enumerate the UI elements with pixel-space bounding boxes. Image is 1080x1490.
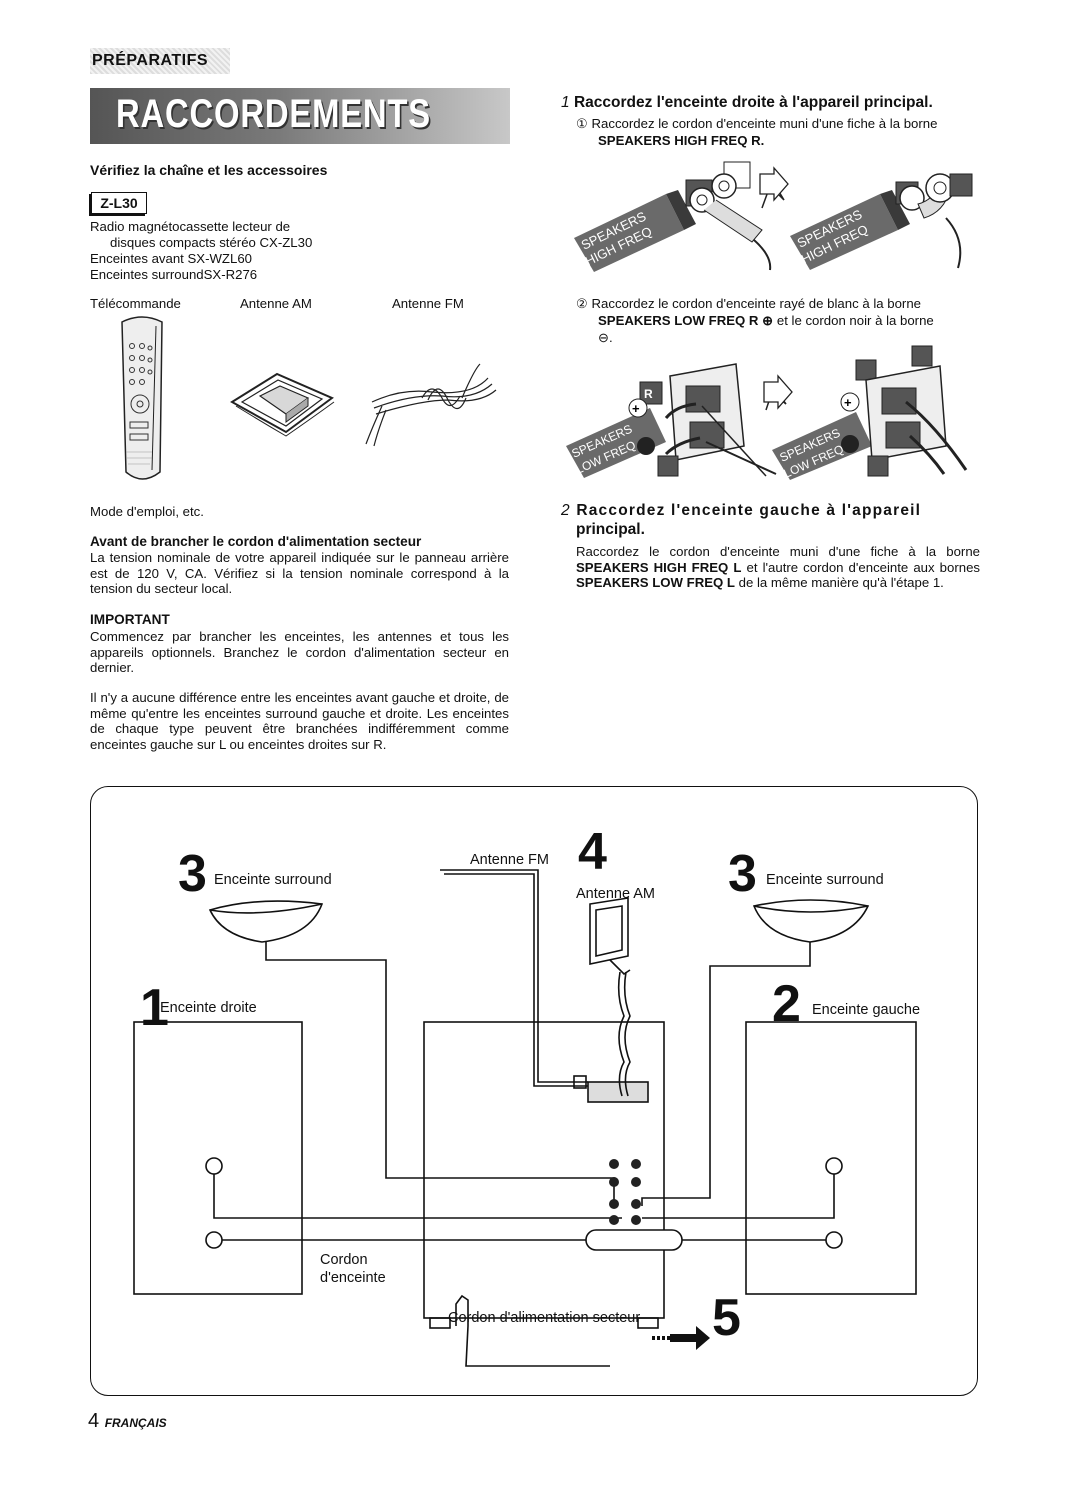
step2-number: 2 <box>561 502 571 519</box>
step4-number: 4 <box>578 823 607 881</box>
check-heading: Vérifiez la chaîne et les accessoires <box>90 162 328 178</box>
cord-label-1: Cordon <box>320 1252 368 1268</box>
important-text: Commencez par brancher les enceintes, le… <box>90 629 509 676</box>
step1-heading-text: Raccordez l'enceinte droite à l'appareil… <box>573 94 933 111</box>
fm-antenna-illustration <box>365 363 497 447</box>
am-antenna-label: Antenne AM <box>240 296 312 311</box>
note-text: Il n'y a aucune différence entre les enc… <box>90 690 509 752</box>
sub1-text: Raccordez le cordon d'enceinte muni d'un… <box>591 116 938 131</box>
manual-note: Mode d'emploi, etc. <box>90 504 204 519</box>
low-freq-terminal-illustration: R + SPEAKERS LOW FREQ + SPEAKERS LOW FRE… <box>566 345 968 481</box>
power-text: La tension nominale de votre appareil in… <box>90 550 509 597</box>
low-tag-r-a: R <box>644 387 653 401</box>
am-antenna-illustration <box>230 372 335 437</box>
step1-heading: 1 Raccordez l'enceinte droite à l'appare… <box>561 94 981 112</box>
right-speaker-label: Enceinte droite <box>160 1000 257 1016</box>
step3-left-number: 3 <box>178 845 207 903</box>
step1-sub1: ① Raccordez le cordon d'enceinte muni d'… <box>576 116 980 132</box>
title-banner <box>90 88 510 144</box>
remote-label: Télécommande <box>90 296 181 311</box>
connection-diagram-frame <box>90 786 978 1396</box>
power-heading: Avant de brancher le cordon d'alimentati… <box>90 534 422 549</box>
surround-right-label: Enceinte surround <box>766 872 884 888</box>
step2-bold-b: SPEAKERS LOW FREQ L <box>576 575 735 591</box>
step1-sub2: ② Raccordez le cordon d'enceinte rayé de… <box>576 296 980 312</box>
item-2: disques compacts stéréo CX-ZL30 <box>110 235 313 250</box>
page-footer: 4 FRANÇAIS <box>88 1410 167 1433</box>
sub1-marker: ① <box>576 116 588 131</box>
item-4: Enceintes surroundSX-R276 <box>90 267 258 282</box>
sub2-text: Raccordez le cordon d'enceinte rayé de b… <box>591 296 921 311</box>
important-heading: IMPORTANT <box>90 612 170 627</box>
plus-sign-b: + <box>844 395 852 410</box>
model-tag: Z-L30 <box>91 192 147 214</box>
page-title: RACCORDEMENTS <box>116 92 431 136</box>
step2-text-a: Raccordez le cordon d'enceinte muni d'un… <box>576 544 980 559</box>
item-3: Enceintes avant SX-WZL60 <box>90 251 252 266</box>
left-speaker-label: Enceinte gauche <box>812 1002 921 1018</box>
step2-text-b: et l'autre cordon d'enceinte aux bornes <box>746 559 980 575</box>
step2-heading-a: Raccordez l'enceinte gauche à l'appareil <box>576 502 922 519</box>
plus-sign-a: + <box>632 401 640 416</box>
step3-right-number: 3 <box>728 845 757 903</box>
remote-illustration <box>121 316 163 480</box>
power-cord-label: Cordon d'alimentation secteur <box>448 1310 641 1326</box>
step2-bold-a: SPEAKERS HIGH FREQ L <box>576 559 742 575</box>
sub2-bold: SPEAKERS LOW FREQ R ⊕ <box>598 313 774 328</box>
step5-number: 5 <box>712 1289 741 1347</box>
cord-label-2: d'enceinte <box>320 1270 386 1286</box>
sub2-rest: et le cordon noir à la borne <box>776 313 934 328</box>
step2-text: Raccordez le cordon d'enceinte muni d'un… <box>576 544 980 591</box>
step1-diagram-number: 1 <box>140 979 169 1037</box>
sub2-marker: ② <box>576 296 588 311</box>
connection-diagram <box>133 869 917 1367</box>
sub1-bold: SPEAKERS HIGH FREQ R. <box>598 133 765 148</box>
step2-diagram-number: 2 <box>772 975 801 1033</box>
am-antenna-diagram-label: Antenne AM <box>576 886 655 902</box>
language-label: FRANÇAIS <box>104 1416 167 1430</box>
step2-heading: 2 Raccordez l'enceinte gauche à l'appare… <box>561 502 981 520</box>
fm-antenna-label: Antenne FM <box>392 296 464 311</box>
step1-number: 1 <box>561 94 570 111</box>
step1-sub2-line2: SPEAKERS LOW FREQ R ⊕ et le cordon noir … <box>598 313 980 329</box>
page-number: 4 <box>88 1410 100 1432</box>
fm-antenna-diagram-label: Antenne FM <box>470 852 549 868</box>
item-1: Radio magnétocassette lecteur de <box>90 219 291 234</box>
step2-text-c: de la même manière qu'à l'étape 1. <box>738 575 944 591</box>
high-freq-terminal-illustration: SPEAKERS HIGH FREQ SPEAKERS HIGH FREQ <box>574 161 973 272</box>
section-tag: PRÉPARATIFS <box>90 48 230 74</box>
sub2-end: ⊖. <box>598 330 613 345</box>
surround-left-label: Enceinte surround <box>214 872 332 888</box>
step2-heading-b: principal. <box>576 521 645 538</box>
